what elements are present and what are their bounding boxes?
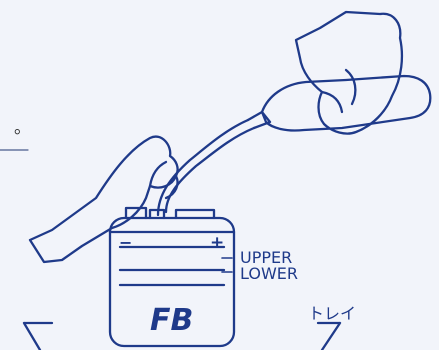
tray-label: トレイ [308,306,356,322]
battery-logo: FB [150,303,193,338]
battery-plus-sign: + [210,233,224,253]
filler-hose [158,120,248,215]
battery-minus-sign: − [119,233,132,252]
text-fragment: 。 [14,120,31,136]
lower-label: LOWER [240,266,298,282]
bottle-neck [248,112,270,128]
refill-bottle [262,76,430,131]
